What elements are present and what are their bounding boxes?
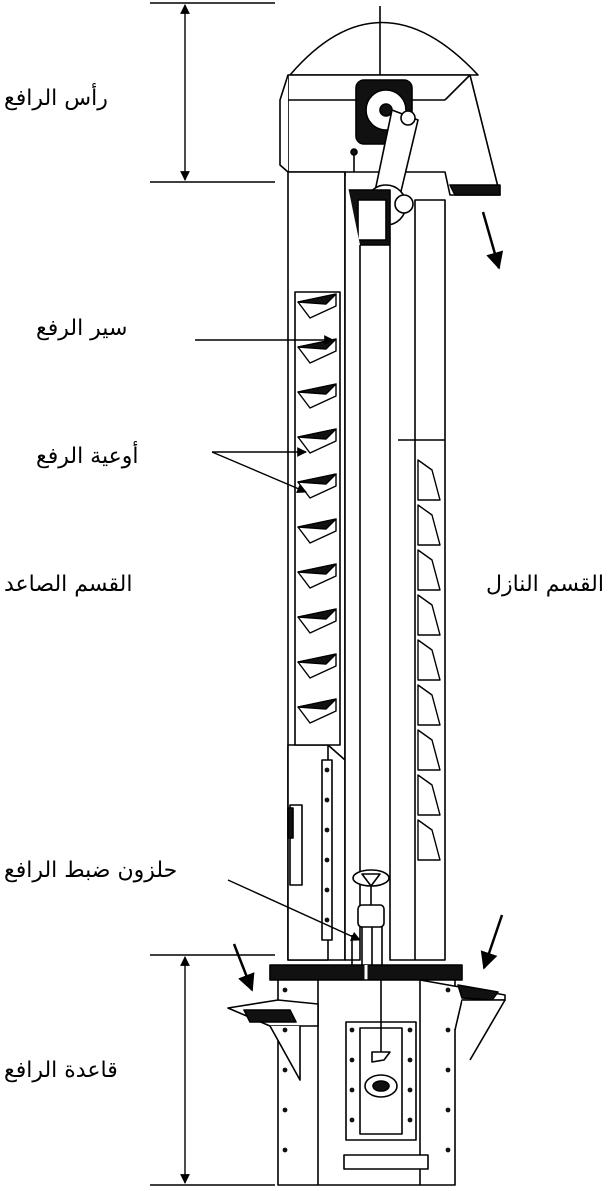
head-dimension bbox=[150, 2, 275, 183]
label-up-leg: القسم الصاعد bbox=[4, 572, 133, 597]
inlet-arrow-right bbox=[480, 914, 504, 970]
elevator-boot bbox=[227, 964, 506, 1186]
up-leg-buckets bbox=[294, 291, 341, 746]
discharge-arrow bbox=[481, 211, 504, 270]
label-boot: قاعدة الرافع bbox=[4, 1058, 118, 1083]
screw-leader bbox=[227, 879, 361, 941]
label-take-up: حلزون ضبط الرافع bbox=[4, 858, 178, 883]
label-buckets: أوعية الرفع bbox=[36, 444, 139, 469]
down-leg-buckets bbox=[417, 459, 441, 861]
inlet-arrow-left bbox=[232, 943, 255, 992]
label-belt: سير الرفع bbox=[36, 316, 128, 341]
take-up-screw bbox=[351, 869, 390, 965]
bucket-leader-2 bbox=[211, 451, 307, 494]
label-head: رأس الرافع bbox=[4, 86, 108, 111]
boot-dimension bbox=[150, 954, 275, 1186]
bucket bbox=[297, 293, 337, 724]
label-down-leg: القسم النازل bbox=[486, 572, 604, 597]
